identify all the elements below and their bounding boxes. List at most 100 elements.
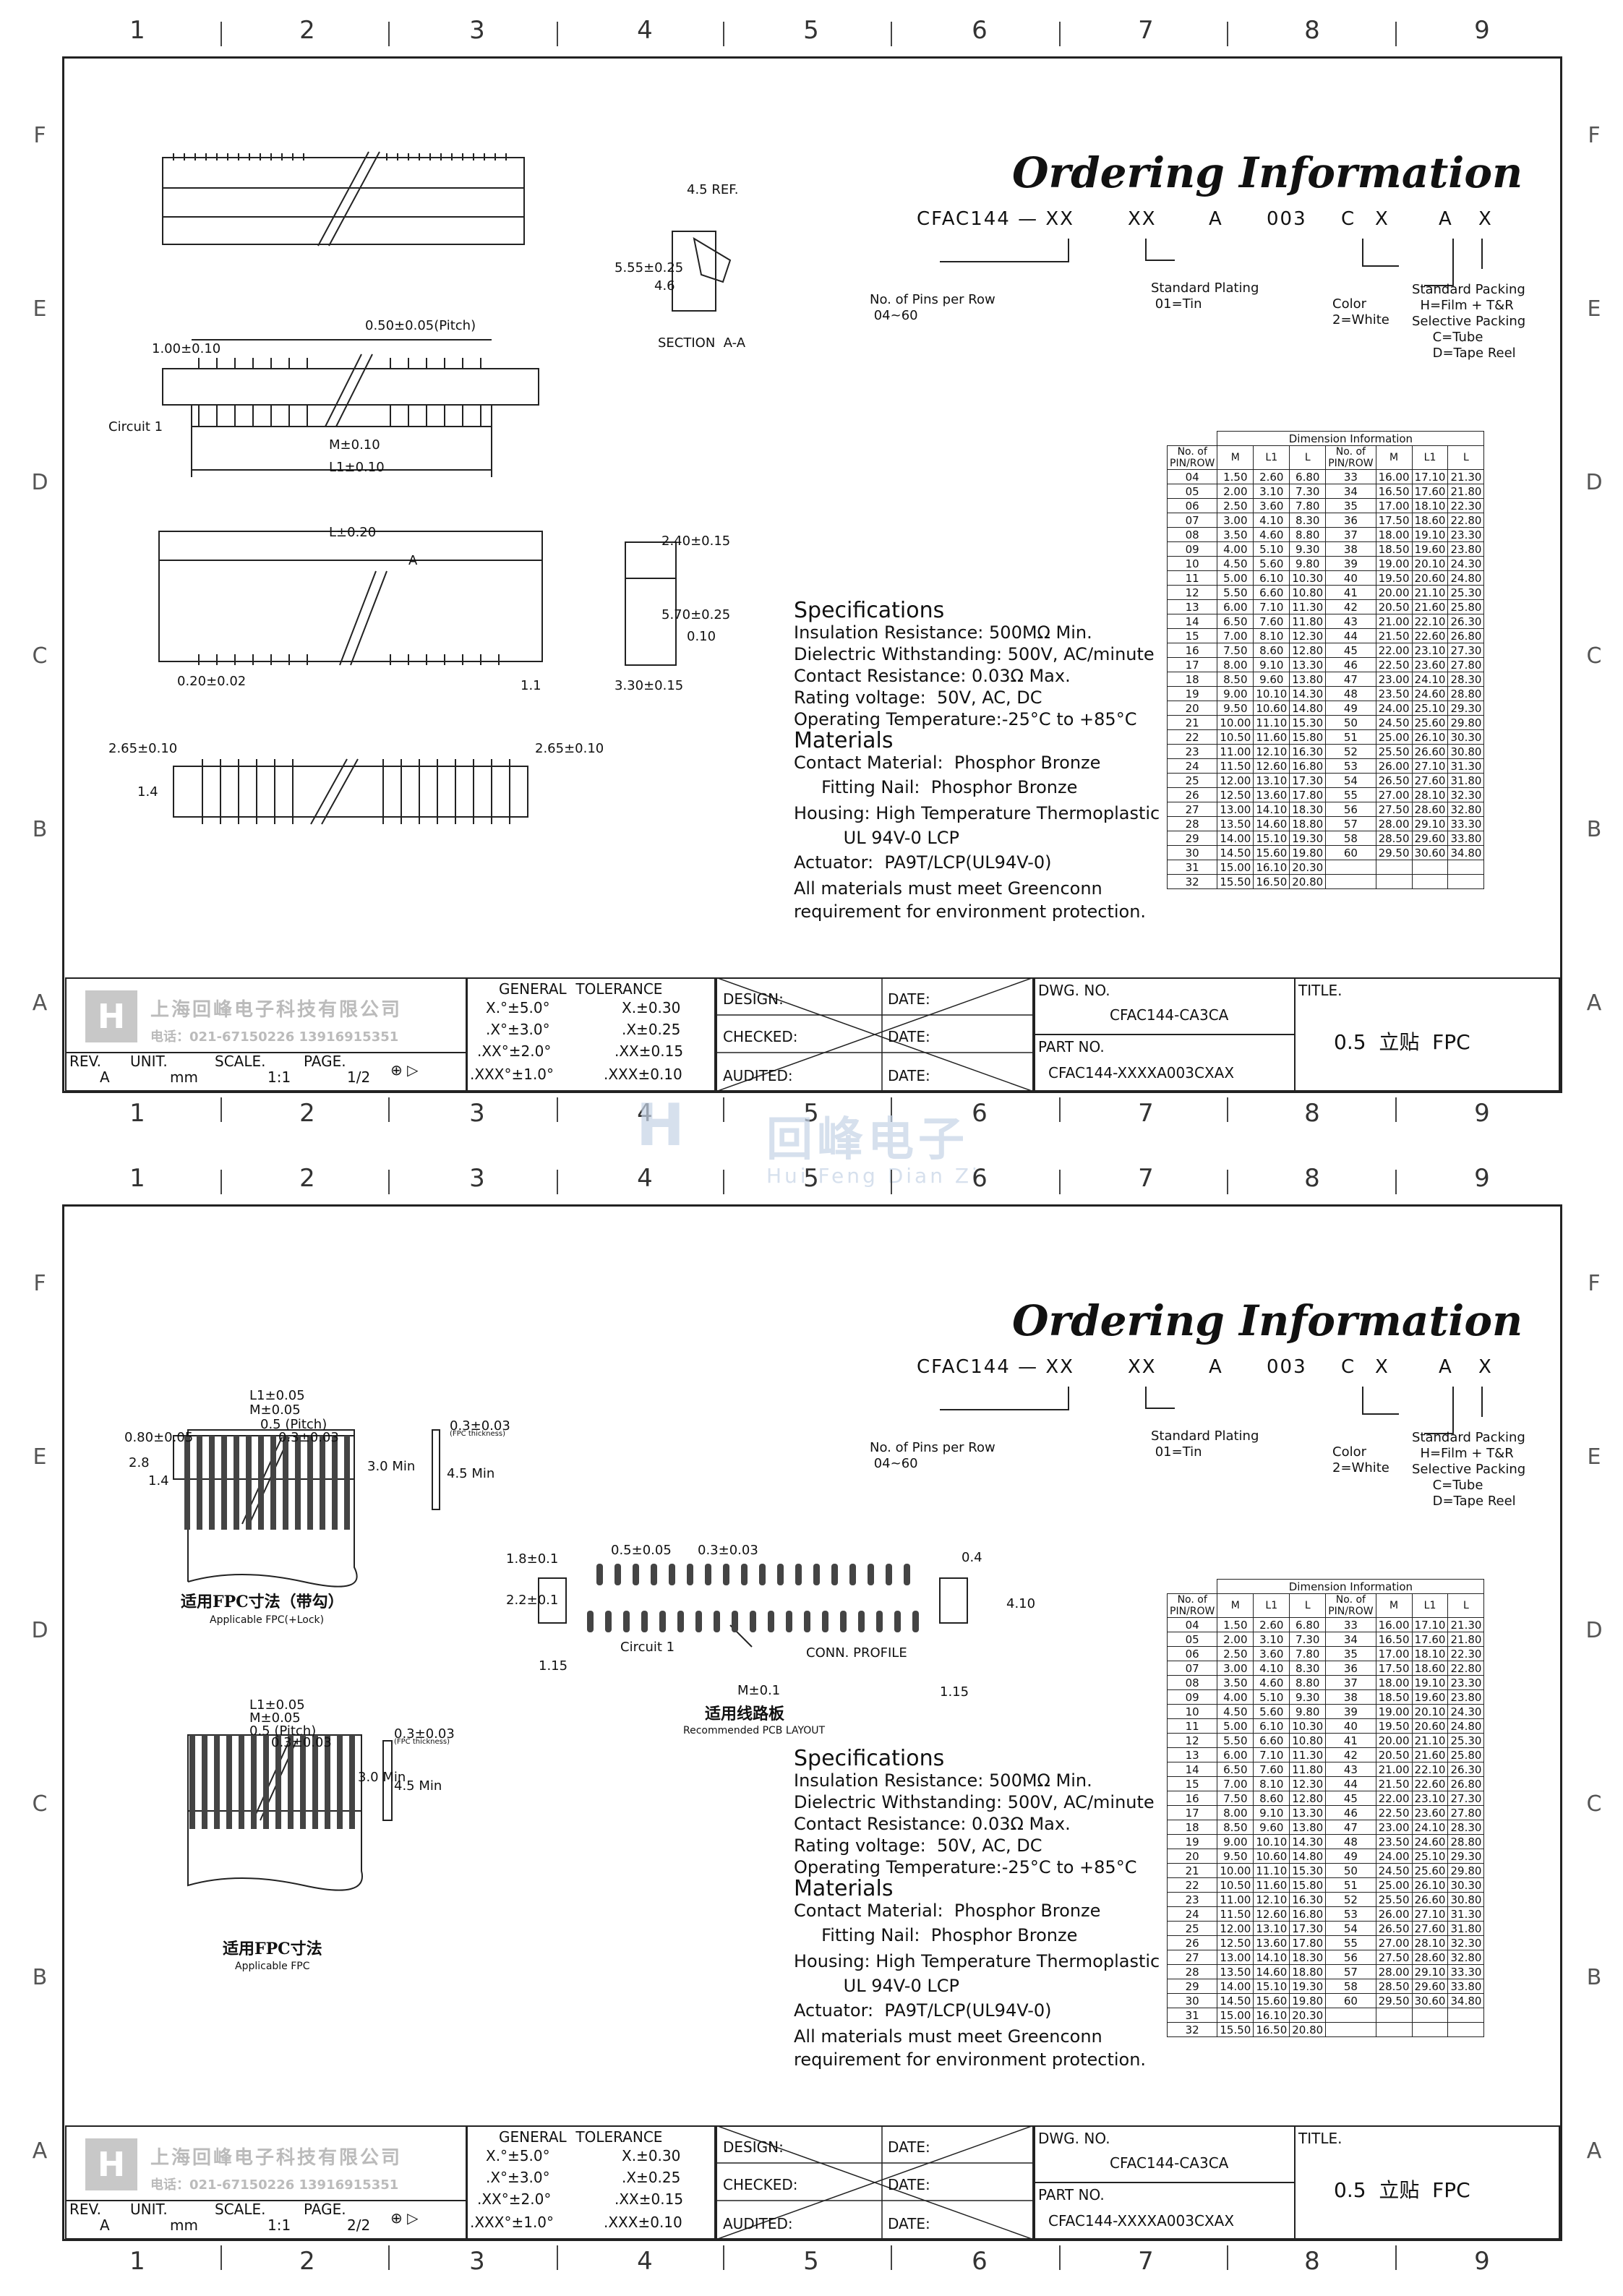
table-cell: 12 (1166, 585, 1218, 600)
table-cell: 15.30 (1289, 715, 1327, 730)
table-cell (1411, 874, 1449, 889)
table-cell: 58 (1325, 1979, 1376, 1994)
table-cell: 24.60 (1411, 1834, 1449, 1849)
column-number: 7 (1138, 1099, 1154, 1128)
table-cell: 21.10 (1411, 1733, 1449, 1748)
material-line: requirement for environment protection. (794, 901, 1147, 922)
dwg-number: CFAC144-CA3CA (1110, 1006, 1229, 1024)
dim-label: M±0.10 (329, 437, 380, 453)
table-cell: 10.80 (1289, 1733, 1327, 1748)
rev-label: REV. (69, 1053, 101, 1070)
tick (1227, 1097, 1228, 1122)
table-cell: 60 (1325, 845, 1376, 860)
table-cell: 05 (1166, 484, 1218, 499)
table-cell: 18.80 (1289, 816, 1327, 831)
table-cell: 57 (1325, 816, 1376, 831)
table-cell: 24.00 (1375, 701, 1413, 716)
table-cell: 24.50 (1375, 1863, 1413, 1878)
spec-line: Dielectric Withstanding: 500V, AC/minute (794, 1792, 1155, 1812)
table-cell: 14.80 (1289, 1849, 1327, 1864)
column-number: 5 (803, 16, 819, 45)
column-number: 4 (637, 2247, 653, 2276)
table-cell: 26.10 (1411, 1877, 1449, 1893)
table-cell (1375, 874, 1413, 889)
tick (1059, 1170, 1061, 1194)
dim-label: L1±0.10 (329, 460, 385, 475)
column-number: 1 (129, 16, 145, 45)
table-cell: 19.50 (1375, 1718, 1413, 1734)
table-cell: 16.10 (1253, 860, 1290, 875)
table-cell: 33.80 (1447, 831, 1485, 846)
row-letter: E (1587, 1444, 1601, 1470)
code-part: 003 (1267, 1356, 1307, 1378)
tick (891, 2245, 892, 2270)
dim-label: L±0.20 (329, 525, 377, 540)
dim-label: 0.80±0.05 (124, 1430, 194, 1445)
table-cell: 25.60 (1411, 1863, 1449, 1878)
column-number: 8 (1304, 16, 1320, 45)
table-cell: 24.10 (1411, 672, 1449, 687)
table-cell: 26 (1166, 1935, 1218, 1950)
column-number: 6 (972, 1164, 988, 1193)
table-cell: 28.30 (1447, 1820, 1485, 1835)
code-part: 003 (1267, 208, 1307, 230)
table-cell: 9.60 (1253, 672, 1290, 687)
dim-label: L1±0.05 (249, 1388, 305, 1403)
table-cell: 16.10 (1253, 2008, 1290, 2023)
table-cell: 22.50 (1375, 1805, 1413, 1820)
row-letter: C (32, 1791, 48, 1817)
table-cell: 07 (1166, 1661, 1218, 1676)
table-cell: 16.80 (1289, 1906, 1327, 1922)
table-cell: 04 (1166, 1617, 1218, 1632)
table-cell: 5.50 (1217, 585, 1254, 600)
column-number: 1 (129, 2247, 145, 2276)
table-cell: 24.50 (1375, 715, 1413, 730)
table-cell: 23.50 (1375, 1834, 1413, 1849)
tick (723, 22, 724, 46)
table-cell: 8.60 (1253, 643, 1290, 658)
dim-label: 3.0 Min (367, 1459, 416, 1474)
table-cell: 10.00 (1217, 715, 1254, 730)
table-cell: 27.60 (1411, 773, 1449, 788)
part-number: CFAC144-XXXXA003CXAX (1048, 1064, 1235, 1081)
table-cell: 8.80 (1289, 1675, 1327, 1690)
code-part: C (1341, 208, 1356, 230)
row-letter: C (1586, 643, 1602, 669)
checked-label: CHECKED: (723, 1028, 798, 1045)
table-cell: 39 (1325, 1704, 1376, 1719)
tolerance-linear: X.±0.30 (622, 999, 681, 1016)
tolerance-angle: X.°±5.0° (486, 999, 550, 1016)
table-cell: 8.10 (1253, 628, 1290, 643)
table-cell: 25.30 (1447, 585, 1485, 600)
table-cell: 51 (1325, 729, 1376, 745)
table-cell: 14.60 (1253, 1964, 1290, 1979)
table-header-cell: No. of PIN/ROW (1166, 1593, 1218, 1618)
tick (220, 1170, 222, 1194)
table-cell: 4.10 (1253, 513, 1290, 528)
row-letter: C (32, 643, 48, 669)
table-cell: 13.50 (1217, 1964, 1254, 1979)
material-line: Actuator: PA9T/LCP(UL94V-0) (794, 2000, 1052, 2021)
table-cell: 19.00 (1375, 556, 1413, 571)
table-cell: 9.80 (1289, 556, 1327, 571)
table-cell: 2.50 (1217, 498, 1254, 513)
table-cell: 3.10 (1253, 484, 1290, 499)
table-cell: 19.10 (1411, 527, 1449, 542)
table-header-cell: L (1289, 1593, 1327, 1618)
column-number: 8 (1304, 1099, 1320, 1128)
dim-label: 0.3±0.03 (450, 1418, 510, 1434)
column-number: 3 (469, 16, 485, 45)
column-number: 3 (469, 1099, 485, 1128)
table-cell: 22.00 (1375, 1791, 1413, 1806)
